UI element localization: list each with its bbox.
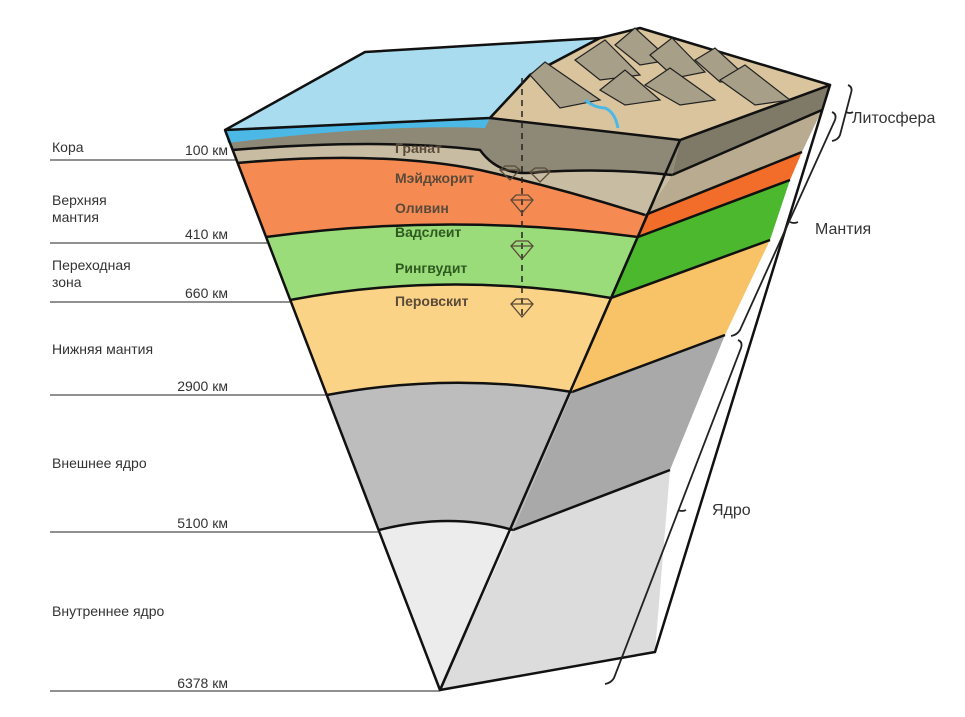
outer-core (327, 382, 572, 530)
diamond-icon (510, 194, 534, 215)
side-transition (611, 180, 790, 298)
mineral-label: Перовскит (395, 293, 469, 309)
depth-lines (50, 159, 440, 692)
layer-label: Кора (52, 139, 84, 155)
lithosphere-bracket (831, 84, 854, 142)
mantle-label: Мантия (815, 221, 871, 238)
layer-label: мантия (52, 209, 99, 225)
depth-label: 410 км (185, 226, 228, 242)
river (584, 98, 620, 129)
brackets (604, 84, 854, 685)
mineral-label: Рингвудит (395, 260, 467, 276)
core-bracket (604, 339, 743, 685)
depth-label: 5100 км (177, 515, 228, 531)
mineral-label: Мэйджорит (395, 170, 474, 186)
diamond-icon (499, 165, 551, 183)
side-inner-core (440, 470, 670, 690)
layer-label: Внутреннее ядро (52, 603, 165, 619)
diamond-icons (499, 165, 551, 319)
layer-label: Внешнее ядро (52, 455, 147, 471)
inner-core (379, 521, 513, 690)
layer-label: Верхняя (52, 192, 107, 208)
side-granite (645, 110, 822, 215)
depth-label: 2900 км (177, 378, 228, 394)
upper-mantle (237, 157, 645, 237)
ocean-water (225, 116, 490, 143)
mineral-label: Вадслеит (395, 224, 461, 240)
granite-layer (232, 144, 672, 215)
lithosphere-label: Литосфера (852, 110, 935, 127)
side-outer-core (513, 335, 725, 530)
mineral-label: Оливин (395, 200, 449, 216)
side-crust (672, 85, 830, 175)
surface (223, 26, 832, 318)
layer-label: Нижняя мантия (52, 341, 153, 357)
mountains (529, 27, 792, 109)
core-label: Ядро (712, 502, 751, 519)
front-face (223, 75, 682, 692)
depth-label: 660 км (185, 285, 228, 301)
layer-label: Переходная (52, 257, 131, 273)
depth-label: 6378 км (177, 675, 228, 691)
mineral-label: Гранат (395, 140, 442, 156)
layer-label: зона (52, 274, 82, 290)
lower-mantle (290, 284, 611, 395)
transition-zone (266, 224, 638, 300)
diamond-icon (510, 298, 534, 319)
depth-label: 100 км (185, 142, 228, 158)
side-lower-mantle (572, 240, 770, 392)
mantle-bracket (730, 111, 837, 337)
side-upper-mantle (638, 152, 802, 237)
diamond-icon (510, 240, 534, 261)
